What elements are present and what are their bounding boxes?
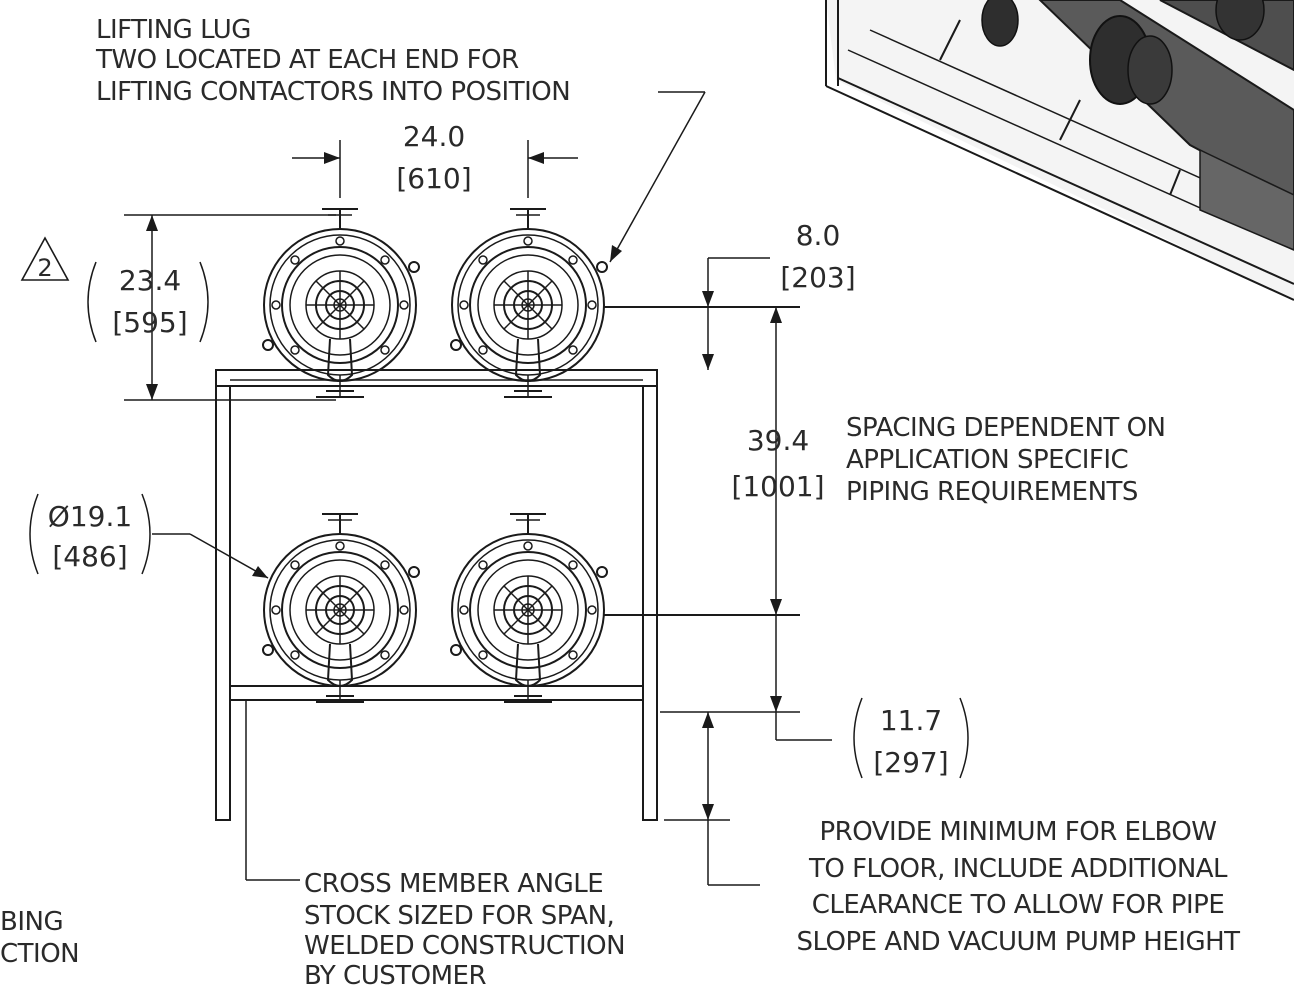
svg-text:PROVIDE MINIMUM FOR ELBOW: PROVIDE MINIMUM FOR ELBOW — [819, 817, 1216, 847]
svg-text:PIPING REQUIREMENTS: PIPING REQUIREMENTS — [846, 477, 1138, 507]
svg-text:CTION: CTION — [0, 939, 79, 969]
lug-offset-mm: [203] — [780, 261, 855, 294]
cut-off-note: BING CTION — [0, 907, 80, 969]
svg-text:SPACING DEPENDENT ON: SPACING DEPENDENT ON — [846, 413, 1166, 443]
lifting-lug-note: LIFTING LUG TWO LOCATED AT EACH END FOR … — [95, 15, 571, 107]
height-dimension-mm: [595] — [112, 306, 187, 339]
elbow-note: PROVIDE MINIMUM FOR ELBOW TO FLOOR, INCL… — [796, 817, 1240, 957]
contactor-bottom-left — [262, 513, 420, 703]
svg-text:WELDED CONSTRUCTION: WELDED CONSTRUCTION — [304, 931, 625, 961]
svg-text:STOCK SIZED FOR SPAN,: STOCK SIZED FOR SPAN, — [304, 901, 614, 931]
contactor-top-right — [450, 208, 608, 398]
cross-member-note: CROSS MEMBER ANGLE STOCK SIZED FOR SPAN,… — [304, 869, 626, 989]
spacing-note: SPACING DEPENDENT ON APPLICATION SPECIFI… — [846, 413, 1166, 507]
contactor-top-left — [262, 208, 420, 398]
floor-dimension-mm: [297] — [873, 746, 948, 779]
svg-text:APPLICATION SPECIFIC: APPLICATION SPECIFIC — [846, 445, 1128, 475]
svg-text:SLOPE AND VACUUM PUMP HEIGHT: SLOPE AND VACUUM PUMP HEIGHT — [796, 927, 1240, 957]
reference-brackets — [29, 261, 969, 779]
width-dimension-mm: [610] — [396, 162, 471, 195]
dimension-lines — [124, 91, 832, 886]
contactor-bottom-right — [450, 513, 608, 703]
lug-offset-in: 8.0 — [796, 219, 841, 252]
dimension-values: 24.0 [610] 23.4 [595] 8.0 [203] 39.4 [10… — [48, 120, 949, 779]
svg-text:TWO LOCATED AT EACH END FOR: TWO LOCATED AT EACH END FOR — [95, 45, 519, 75]
support-frame — [215, 369, 658, 821]
spacing-dimension-in: 39.4 — [747, 424, 809, 457]
svg-text:TO FLOOR, INCLUDE ADDITIONAL: TO FLOOR, INCLUDE ADDITIONAL — [808, 854, 1228, 884]
svg-text:BING: BING — [0, 907, 63, 937]
svg-text:CLEARANCE TO ALLOW FOR PIPE: CLEARANCE TO ALLOW FOR PIPE — [812, 890, 1225, 920]
diameter-dimension-mm: [486] — [52, 540, 127, 573]
svg-text:CROSS MEMBER ANGLE: CROSS MEMBER ANGLE — [304, 869, 603, 899]
svg-text:BY CUSTOMER: BY CUSTOMER — [304, 961, 486, 989]
isometric-render — [825, 0, 1294, 301]
height-dimension-in: 23.4 — [119, 264, 181, 297]
diameter-dimension-in: Ø19.1 — [48, 500, 132, 533]
revision-number: 2 — [37, 254, 52, 282]
spacing-dimension-mm: [1001] — [731, 470, 824, 503]
floor-dimension-in: 11.7 — [880, 704, 942, 737]
svg-text:LIFTING CONTACTORS INTO POSITI: LIFTING CONTACTORS INTO POSITION — [96, 77, 570, 107]
revision-triangle: 2 — [20, 236, 70, 282]
width-dimension-in: 24.0 — [403, 120, 465, 153]
svg-text:LIFTING LUG: LIFTING LUG — [96, 15, 251, 45]
